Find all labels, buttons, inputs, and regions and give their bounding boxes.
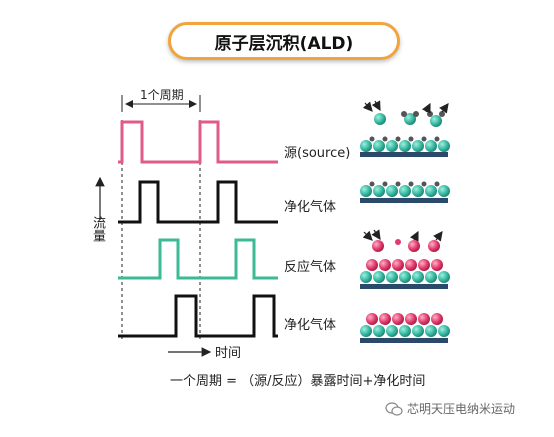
surface-illustration-2 — [360, 181, 450, 203]
y-axis-label: 流量 — [90, 216, 105, 242]
watermark: 芯明天压电纳米运动 — [385, 400, 515, 417]
signal-label-purge-2: 净化气体 — [284, 318, 337, 333]
watermark-text: 芯明天压电纳米运动 — [407, 402, 516, 416]
signal-label-source: 源(source) — [284, 146, 351, 161]
diagram-title: 原子层沉积(ALD) — [168, 22, 400, 60]
surface-illustration-4 — [360, 313, 450, 343]
surface-illustration-3 — [360, 229, 450, 289]
cycle-definition: 一个周期 = （源/反应）暴露时间+净化时间 — [170, 374, 426, 389]
period-bracket — [121, 95, 201, 112]
x-axis-label: 时间 — [215, 346, 242, 361]
source-pulse-trace — [118, 120, 278, 164]
period-guides — [121, 120, 201, 340]
purge-pulse-trace-1 — [118, 180, 278, 224]
surface-illustration-1 — [360, 100, 450, 157]
purge-pulse-trace-2 — [118, 294, 278, 338]
signal-label-reactant: 反应气体 — [284, 260, 337, 275]
period-label: 1个周期 — [140, 88, 184, 102]
reactant-pulse-trace — [118, 238, 278, 280]
signal-label-purge-1: 净化气体 — [284, 200, 337, 215]
wechat-icon — [385, 401, 403, 416]
